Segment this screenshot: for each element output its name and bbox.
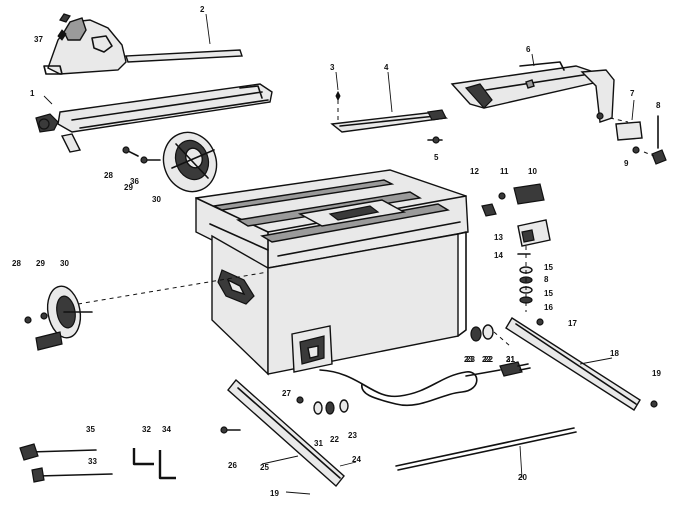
front-guide-rail [35, 83, 273, 153]
callout-29-left: 29 [36, 259, 45, 268]
callout-32: 32 [142, 425, 151, 434]
rod-20 [395, 427, 577, 471]
callout-4: 4 [384, 63, 389, 72]
callout-3: 3 [330, 63, 335, 72]
callout-1: 1 [30, 89, 35, 98]
callout-20: 20 [518, 473, 527, 482]
callout-23-mid-2: 23 [464, 355, 473, 364]
rear-extension-assembly [450, 61, 615, 123]
wrenches-and-keys [19, 443, 176, 483]
callout-17: 17 [568, 319, 577, 328]
callout-28-left: 28 [12, 259, 21, 268]
callout-31-bottom: 31 [314, 439, 323, 448]
callout-35: 35 [86, 425, 95, 434]
callout-30-left: 30 [60, 259, 69, 268]
callout-16: 16 [544, 303, 553, 312]
callout-22-bottom: 22 [330, 435, 339, 444]
callout-13: 13 [494, 233, 503, 242]
callout-18: 18 [610, 349, 619, 358]
rear-rail-18 [505, 317, 658, 411]
callout-23-mid: 23 [466, 355, 475, 364]
callout-8-right: 8 [544, 275, 549, 284]
callout-30-upper: 30 [152, 195, 161, 204]
callout-7: 7 [630, 89, 635, 98]
callout-8-top: 8 [656, 101, 661, 110]
clamp-bracket-7 [609, 117, 643, 141]
callout-34: 34 [162, 425, 171, 434]
callout-15-a: 15 [544, 263, 553, 272]
right-hardware-stack [481, 183, 551, 326]
callout-22-mid-2: 22 [484, 355, 493, 364]
callout-11: 11 [500, 167, 509, 176]
callout-22-mid: 22 [482, 355, 491, 364]
callout-37: 37 [34, 35, 43, 44]
callout-12: 12 [470, 167, 479, 176]
washers-center [470, 324, 511, 347]
callout-26: 26 [228, 461, 237, 470]
callout-10: 10 [528, 167, 537, 176]
callout-21: 21 [506, 355, 515, 364]
callout-23-bottom: 23 [348, 431, 357, 440]
callout-28-upper: 28 [104, 171, 113, 180]
callout-27: 27 [282, 389, 291, 398]
callout-2: 2 [200, 5, 205, 14]
bottom-rail-24-25 [220, 378, 345, 488]
saw-cabinet-and-table [77, 169, 531, 407]
callout-6: 6 [526, 45, 531, 54]
callout-31-mid: 31 [506, 355, 515, 364]
callout-29-upper: 29 [124, 183, 133, 192]
callout-labels: 1 2 3 4 5 6 7 8 9 10 11 12 13 14 15 8 15… [12, 5, 661, 498]
bevel-handwheel-left [24, 285, 93, 351]
callout-24: 24 [352, 455, 361, 464]
table-insert-plate [330, 90, 449, 133]
leader-lines [43, 13, 635, 495]
knob-8-9 [632, 115, 667, 165]
callout-5: 5 [434, 153, 439, 162]
elevation-handwheel-upper [122, 131, 218, 193]
callout-19-bottom: 19 [270, 489, 279, 498]
screw-5 [427, 136, 443, 144]
callout-15-b: 15 [544, 289, 553, 298]
callout-19-right: 19 [652, 369, 661, 378]
callout-36: 36 [130, 177, 139, 186]
callout-9-top: 9 [624, 159, 629, 168]
rip-fence-guide [43, 13, 243, 75]
callout-33: 33 [88, 457, 97, 466]
small-parts-bottom [296, 396, 349, 415]
callout-25: 25 [260, 463, 269, 472]
callout-14: 14 [494, 251, 503, 260]
